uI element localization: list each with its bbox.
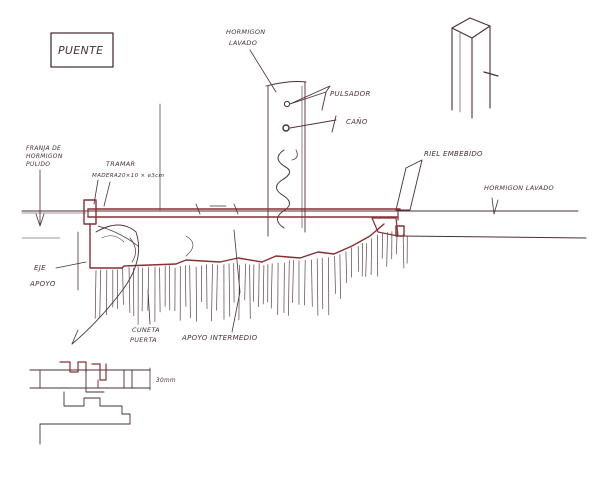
- label-pulsador: PULSADOR: [330, 90, 371, 98]
- profile-detail: 30mm: [29, 361, 176, 445]
- label-franja-1: FRANJA DE: [26, 145, 61, 152]
- construction-lines: [159, 85, 303, 229]
- label-franja-2: HORMIGON: [26, 153, 63, 160]
- right-annotations: RIEL EMBEBIDO HORMIGON LAVADO: [395, 150, 554, 215]
- label-apoyo-intermedio: APOYO INTERMEDIO: [181, 334, 258, 342]
- label-cuneta-2: PUERTA: [130, 336, 157, 344]
- label-eje-apoyo-1: EJE: [34, 264, 46, 272]
- label-30mm: 30mm: [156, 378, 176, 384]
- title-frame: [50, 32, 114, 68]
- bottom-annotations: CUNETA PUERTA APOYO INTERMEDIO: [130, 229, 258, 344]
- left-abutment: [71, 224, 140, 345]
- label-caño: CAÑO: [346, 117, 368, 126]
- ground-level: [21, 210, 587, 239]
- title-label: PUENTE: [58, 44, 103, 57]
- soil-hatching: [94, 231, 408, 325]
- label-hormigon-lavado-top-2: LAVADO: [229, 39, 257, 47]
- label-eje-apoyo-2: APOYO: [29, 280, 56, 288]
- left-annotations: FRANJA DE HORMIGON PULIDO TRAMAR MADERA …: [26, 145, 165, 291]
- label-tramar-1: TRAMAR: [106, 160, 135, 168]
- label-tramar-2: 20×10 × e3cm: [118, 173, 165, 179]
- central-post: [265, 81, 307, 237]
- label-franja-3: PULIDO: [26, 161, 50, 168]
- label-hormigon-lavado-right: HORMIGON LAVADO: [484, 184, 554, 192]
- label-riel-embebido: RIEL EMBEBIDO: [424, 150, 483, 158]
- label-hormigon-lavado-top-1: HORMIGON: [226, 28, 265, 36]
- label-cuneta-1: CUNETA: [132, 326, 160, 334]
- post-detail: [451, 17, 499, 119]
- top-annotations: HORMIGON LAVADO PULSADOR CAÑO: [226, 28, 371, 133]
- label-madera: MADERA: [92, 173, 118, 179]
- bridge-deck: [83, 199, 405, 237]
- title-block: PUENTE: [50, 32, 114, 68]
- channel-section: [89, 223, 385, 269]
